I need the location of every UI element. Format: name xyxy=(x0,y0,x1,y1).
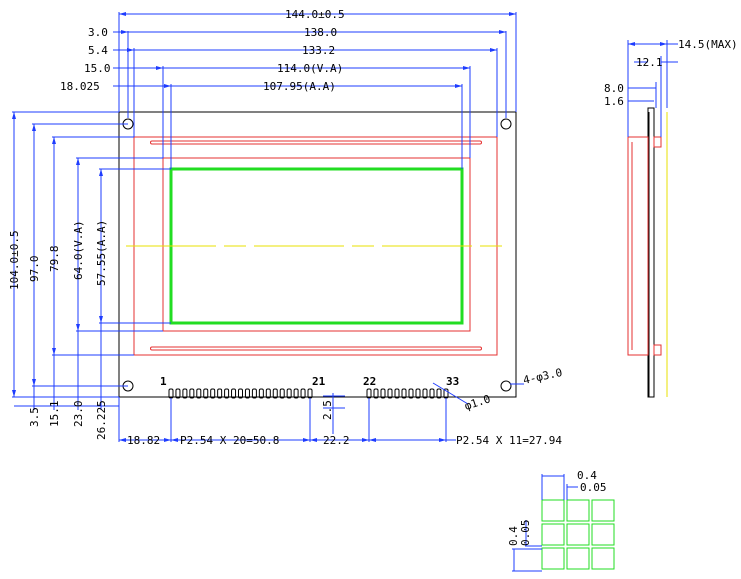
module-outline xyxy=(118,111,517,398)
dot-detail: 0.4 0.05 0.4 0.05 xyxy=(507,469,615,572)
pin-pad xyxy=(196,388,202,399)
dim-body-thickness: 12.1 xyxy=(636,56,663,69)
dot-cell xyxy=(591,499,615,522)
pin-pad xyxy=(258,388,264,399)
dim-bezel-height: 79.8 xyxy=(48,246,61,273)
pin-pad xyxy=(279,388,285,399)
dot-cell xyxy=(541,499,565,522)
dim-overall-height: 104.0±0.5 xyxy=(8,230,21,290)
pin-pad xyxy=(380,388,386,399)
bottom-dimensions: 18.82 P2.54 X 20=50.8 22.2 P2.54 X 11=27… xyxy=(118,393,562,447)
bezel xyxy=(133,136,498,356)
dot-matrix xyxy=(541,499,615,570)
dim-aa-offset-x: 18.025 xyxy=(60,80,100,93)
pin-pad xyxy=(189,388,195,399)
pin-pad xyxy=(286,388,292,399)
dim-pin-pitch-a: P2.54 X 20=50.8 xyxy=(180,434,279,447)
dim-dot-width: 0.4 xyxy=(577,469,597,482)
pin-pad xyxy=(429,388,435,399)
pin-pad xyxy=(224,388,230,399)
dim-dot-gap-y: 0.05 xyxy=(519,520,532,547)
pin-label-1: 1 xyxy=(160,375,167,388)
pin-pad xyxy=(373,388,379,399)
dot-cell xyxy=(566,547,590,570)
side-view: 14.5(MAX) 12.1 8.0 1.6 xyxy=(604,38,738,398)
dot-cell xyxy=(541,523,565,546)
callout-pad-diameter: φ1.0 xyxy=(463,392,492,413)
dim-bezel-thickness: 8.0 xyxy=(604,82,624,95)
dim-aa-width: 107.95(A.A) xyxy=(263,80,336,93)
dim-pin-height: 2.5 xyxy=(321,400,334,420)
pin-pad xyxy=(436,388,442,399)
dim-hole-offset-x: 3.0 xyxy=(88,26,108,39)
pin-label-33: 33 xyxy=(446,375,459,388)
dim-va-offset-x: 15.0 xyxy=(84,62,111,75)
dim-va-width: 114.0(V.A) xyxy=(277,62,343,75)
pin-pad xyxy=(387,388,393,399)
dot-cell xyxy=(591,547,615,570)
pin-pad xyxy=(422,388,428,399)
dot-cell xyxy=(591,523,615,546)
callout-hole-diameter: 4-φ3.0 xyxy=(522,366,564,387)
left-dimensions: 104.0±0.5 97.0 79.8 64.0(V.A) 57.55(A.A)… xyxy=(8,111,171,440)
callouts: φ1.0 4-φ3.0 xyxy=(432,366,564,413)
pin-pad xyxy=(231,388,237,399)
dim-bottom-va: 23.0 xyxy=(72,401,85,428)
pin-pad xyxy=(182,388,188,399)
dot-cell xyxy=(566,523,590,546)
dim-pin-gap: 22.2 xyxy=(323,434,350,447)
pin-pad xyxy=(265,388,271,399)
dim-pcb-thickness: 1.6 xyxy=(604,95,624,108)
dim-bottom-aa: 26.225 xyxy=(95,400,108,440)
pin-pad xyxy=(251,388,257,399)
dim-max-thickness: 14.5(MAX) xyxy=(678,38,738,51)
dim-dot-height: 0.4 xyxy=(507,526,520,546)
dot-cell xyxy=(541,547,565,570)
pin-pad xyxy=(210,388,216,399)
dim-va-height: 64.0(V.A) xyxy=(72,220,85,280)
dim-bezel-width: 133.2 xyxy=(302,44,335,57)
pin-pad xyxy=(175,388,181,399)
dim-pin1-offset: 18.82 xyxy=(127,434,160,447)
pin-pad xyxy=(244,388,250,399)
dim-bottom-hole: 3.5 xyxy=(28,407,41,427)
pin-pad xyxy=(300,388,306,399)
pin-pad xyxy=(401,388,407,399)
pin-pad xyxy=(272,388,278,399)
dim-hole-pitch-y: 97.0 xyxy=(28,256,41,283)
pin-pad xyxy=(415,388,421,399)
dim-overall-width: 144.0±0.5 xyxy=(285,8,345,21)
pin-pad xyxy=(293,388,299,399)
pin-row-1-21 xyxy=(168,388,313,399)
dim-pin-pitch-b: P2.54 X 11=27.94 xyxy=(456,434,562,447)
dim-dot-gap-x: 0.05 xyxy=(580,481,607,494)
pin-label-22: 22 xyxy=(363,375,376,388)
pin-pad xyxy=(408,388,414,399)
dim-aa-height: 57.55(A.A) xyxy=(95,220,108,286)
pin-pad xyxy=(217,388,223,399)
pin-pad xyxy=(238,388,243,399)
pin-pad xyxy=(394,388,400,399)
dim-bezel-offset-x: 5.4 xyxy=(88,44,108,57)
dot-cell xyxy=(566,499,590,522)
dim-hole-pitch-x: 138.0 xyxy=(304,26,337,39)
pin-pad xyxy=(203,388,209,399)
pin-label-21: 21 xyxy=(312,375,326,388)
dim-bottom-bezel: 15.1 xyxy=(48,401,61,428)
top-dimensions: 144.0±0.5 3.0 138.0 5.4 133.2 15.0 114.0… xyxy=(60,8,517,169)
